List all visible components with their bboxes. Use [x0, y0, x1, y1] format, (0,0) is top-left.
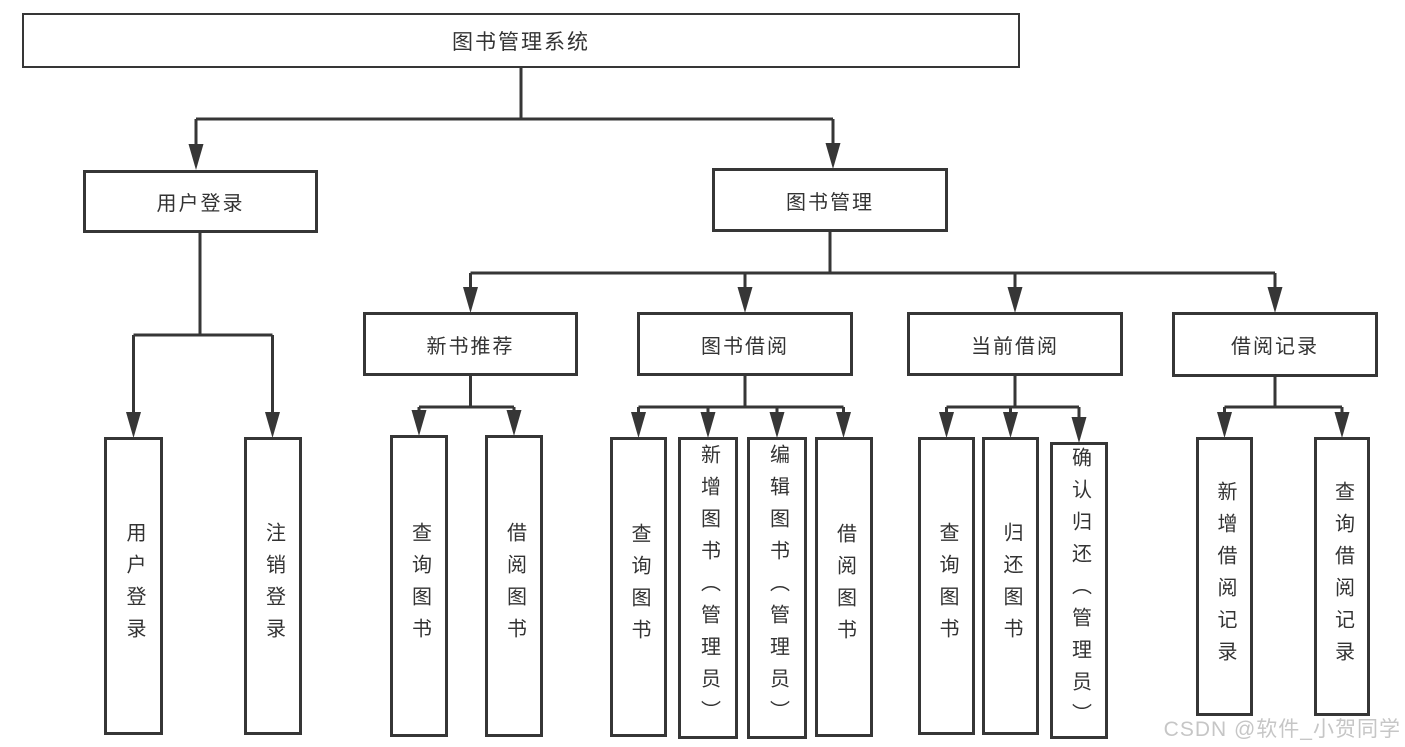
node-current-borrowing-label: 当前借阅 — [971, 335, 1059, 358]
leaf-cb-return-books-label: 归还图书 — [1000, 522, 1022, 650]
node-borrowing-records: 借阅记录 — [1172, 312, 1378, 377]
leaf-bb-query-books-label: 查询图书 — [628, 523, 650, 651]
arrowhead — [836, 412, 851, 438]
leaf-bb-query-books: 查询图书 — [610, 437, 667, 737]
node-new-book-recommend: 新书推荐 — [363, 312, 578, 376]
arrowhead — [126, 412, 141, 438]
leaf-cb-query-books-label: 查询图书 — [936, 522, 958, 650]
node-book-management-label: 图书管理 — [786, 191, 874, 214]
node-borrowing-records-label: 借阅记录 — [1231, 336, 1319, 358]
leaf-bb-add-books-admin: 新增图书（管理员） — [678, 437, 738, 739]
leaf-bb-borrow-books: 借阅图书 — [815, 437, 873, 737]
leaf-rec-borrow-books-label: 借阅图书 — [503, 522, 526, 650]
arrowhead — [1007, 287, 1023, 313]
leaf-br-add-record: 新增借阅记录 — [1196, 437, 1253, 716]
arrowhead — [825, 143, 841, 169]
leaf-br-query-record-label: 查询借阅记录 — [1331, 480, 1354, 673]
leaf-user-login: 用户登录 — [104, 437, 163, 735]
arrowhead — [631, 412, 646, 438]
leaf-bb-edit-books-admin: 编辑图书（管理员） — [747, 437, 807, 739]
leaf-cb-return-books: 归还图书 — [982, 437, 1039, 735]
leaf-cb-confirm-return-admin: 确认归还（管理员） — [1050, 442, 1108, 739]
arrowhead — [188, 144, 204, 170]
connector-current-borrowing — [945, 376, 1081, 419]
arrowhead — [1334, 412, 1350, 438]
arrowhead — [463, 287, 478, 313]
leaf-rec-query-books-label: 查询图书 — [408, 522, 431, 650]
leaf-br-add-record-label: 新增借阅记录 — [1214, 480, 1236, 673]
arrowhead — [1071, 417, 1087, 443]
leaf-bb-add-books-admin-label: 新增图书（管理员） — [697, 444, 720, 732]
arrowhead — [700, 412, 716, 438]
leaf-cb-query-books: 查询图书 — [918, 437, 975, 735]
leaf-rec-borrow-books: 借阅图书 — [485, 435, 543, 737]
leaf-cb-confirm-return-admin-label: 确认归还（管理员） — [1068, 446, 1091, 735]
node-user-login: 用户登录 — [83, 170, 318, 233]
node-book-borrowing: 图书借阅 — [637, 312, 853, 376]
node-new-book-recommend-label: 新书推荐 — [426, 335, 515, 358]
arrowhead — [939, 412, 954, 438]
node-current-borrowing: 当前借阅 — [907, 312, 1123, 376]
node-book-management: 图书管理 — [712, 168, 948, 232]
connector-user-login — [132, 233, 274, 414]
connector-root — [194, 68, 835, 146]
arrowhead — [1267, 287, 1283, 313]
arrowhead — [737, 287, 753, 313]
arrowhead — [265, 412, 280, 438]
leaf-rec-query-books: 查询图书 — [390, 435, 448, 737]
node-library-system-label: 图书管理系统 — [452, 30, 590, 54]
arrowhead — [1003, 412, 1018, 438]
leaf-br-query-record: 查询借阅记录 — [1314, 437, 1370, 716]
leaf-logout: 注销登录 — [244, 437, 302, 735]
arrowhead — [506, 410, 522, 436]
leaf-user-login-label: 用户登录 — [123, 522, 145, 650]
csdn-watermark: CSDN @软件_小贺同学 — [1163, 718, 1401, 741]
connector-book-borrowing — [637, 376, 845, 414]
arrowhead — [1217, 412, 1232, 438]
connector-new-book-recommend — [417, 376, 516, 412]
node-book-borrowing-label: 图书借阅 — [701, 335, 789, 358]
node-user-login-label: 用户登录 — [156, 193, 245, 215]
arrowhead — [411, 410, 427, 436]
leaf-bb-edit-books-admin-label: 编辑图书（管理员） — [766, 444, 789, 732]
node-library-system: 图书管理系统 — [22, 13, 1020, 68]
connector-book-management — [469, 232, 1277, 289]
connector-borrowing-records — [1223, 377, 1344, 414]
leaf-logout-label: 注销登录 — [262, 522, 285, 650]
leaf-bb-borrow-books-label: 借阅图书 — [833, 523, 856, 651]
arrowhead — [769, 412, 785, 438]
